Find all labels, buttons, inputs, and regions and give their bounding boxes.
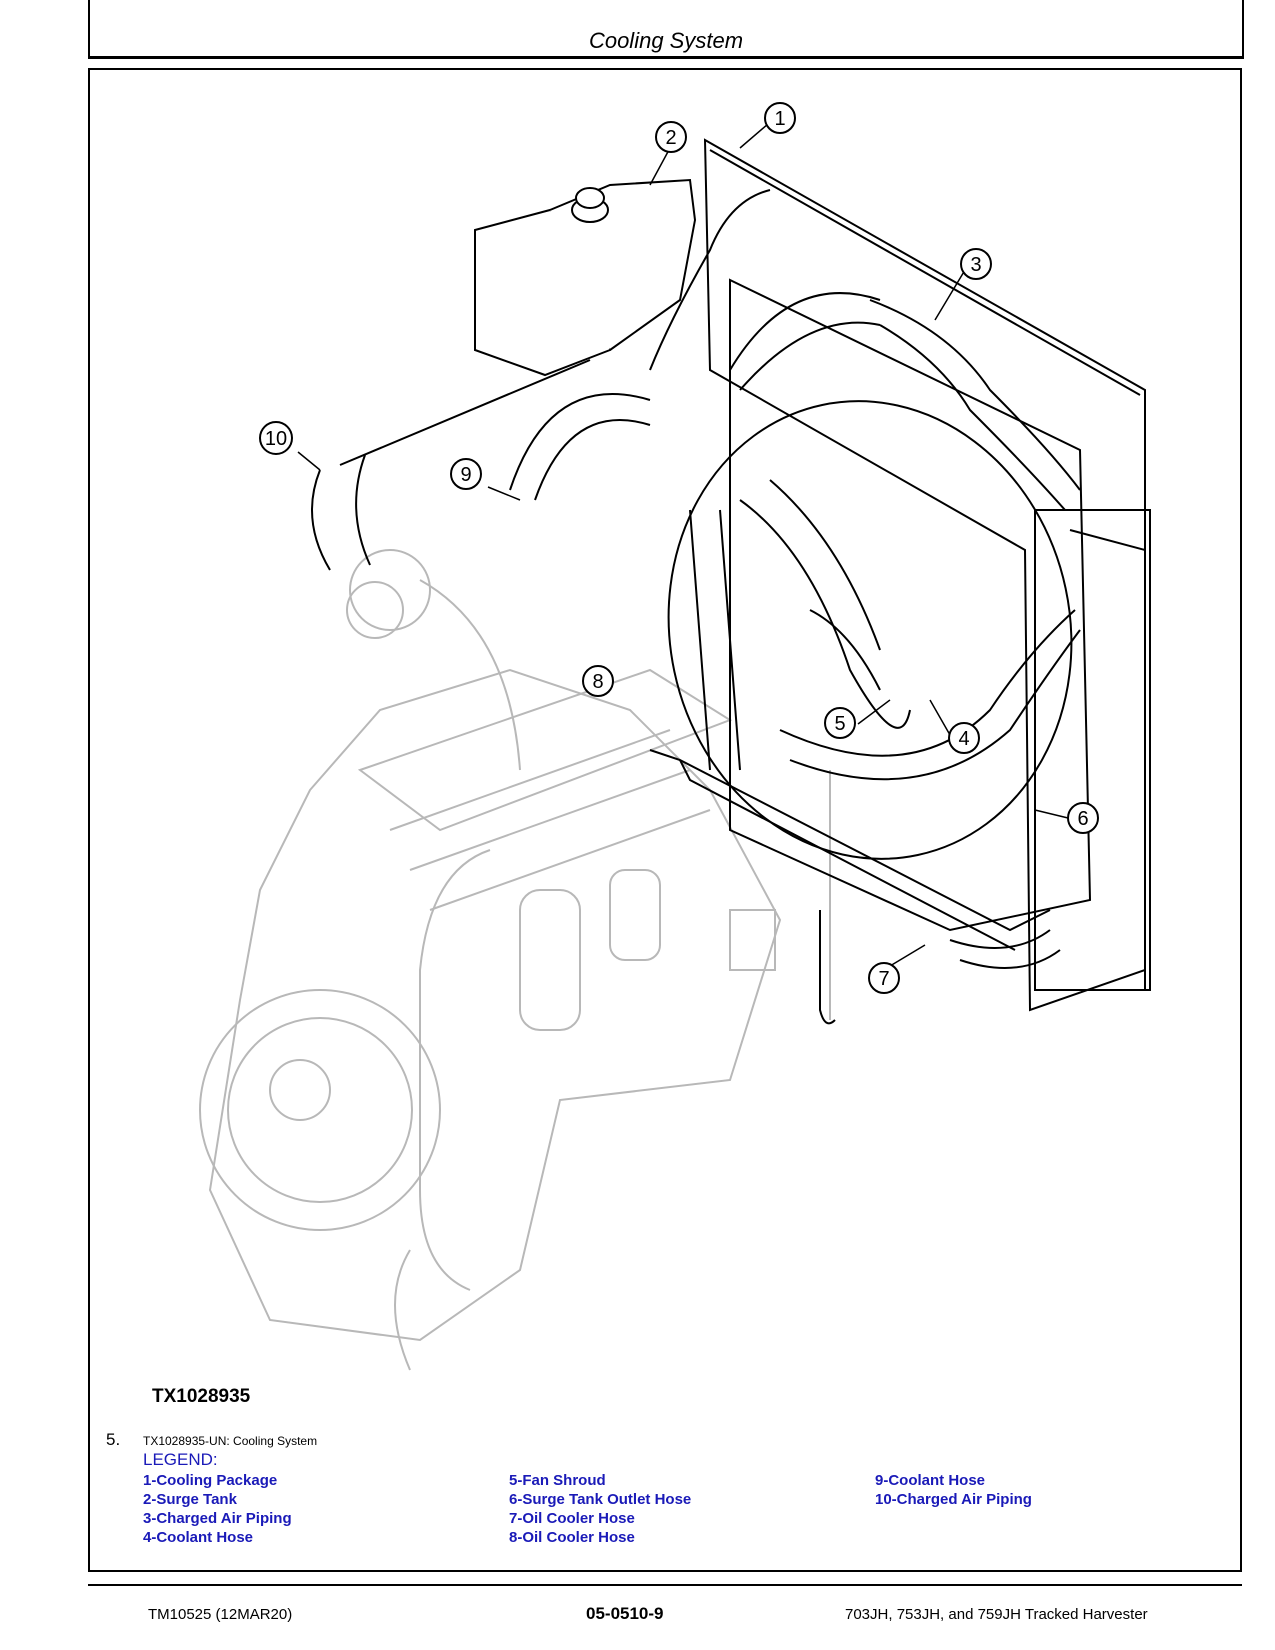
callout-1: 1 <box>764 102 796 134</box>
footer-page-number: 05-0510-9 <box>586 1604 664 1623</box>
callout-9: 9 <box>450 458 482 490</box>
legend-item: 5-Fan Shroud <box>509 1472 606 1489</box>
callout-3: 3 <box>960 248 992 280</box>
callout-5: 5 <box>824 707 856 739</box>
figure-id: TX1028935 <box>152 1386 251 1407</box>
legend-item: 3-Charged Air Piping <box>143 1510 292 1527</box>
legend-column-2: 5-Fan Shroud 6-Surge Tank Outlet Hose 7-… <box>509 1471 691 1547</box>
svg-text:1: 1 <box>774 108 785 130</box>
svg-text:9: 9 <box>460 464 471 486</box>
callout-8: 8 <box>582 665 614 697</box>
cooling-package-drawing <box>649 138 1151 1012</box>
leader-lines <box>297 123 1069 967</box>
legend-column-3: 9-Coolant Hose 10-Charged Air Piping <box>875 1471 1032 1509</box>
page-header: Cooling System <box>88 0 1244 59</box>
svg-text:4: 4 <box>958 728 969 750</box>
callout-2: 2 <box>655 121 687 153</box>
figure-frame: 1 2 3 4 5 6 7 8 <box>88 68 1242 1572</box>
svg-text:3: 3 <box>970 254 981 276</box>
engine-drawing <box>199 549 831 1371</box>
legend-column-1: 1-Cooling Package 2-Surge Tank 3-Charged… <box>143 1471 292 1547</box>
footer-doc-id: TM10525 (12MAR20) <box>148 1606 293 1623</box>
surge-tank-drawing <box>474 178 697 377</box>
svg-text:8: 8 <box>592 671 603 693</box>
page-title: Cooling System <box>588 28 744 53</box>
cooling-system-diagram: 1 2 3 4 5 6 7 8 <box>199 102 1151 1371</box>
svg-text:6: 6 <box>1077 808 1088 830</box>
hoses-drawing <box>311 189 1081 1025</box>
figure-number: 5. <box>106 1430 121 1449</box>
legend-item: 7-Oil Cooler Hose <box>509 1510 635 1527</box>
callout-10: 10 <box>259 421 293 455</box>
svg-text:10: 10 <box>265 428 287 450</box>
callout-7: 7 <box>868 962 900 994</box>
svg-text:5: 5 <box>834 713 845 735</box>
figure-caption: TX1028935-UN: Cooling System <box>143 1434 318 1448</box>
legend-item: 6-Surge Tank Outlet Hose <box>509 1491 692 1508</box>
legend-item: 1-Cooling Package <box>143 1472 278 1489</box>
footer-model: 703JH, 753JH, and 759JH Tracked Harveste… <box>845 1606 1148 1623</box>
legend-title: LEGEND: <box>143 1450 218 1469</box>
legend-item: 8-Oil Cooler Hose <box>509 1529 635 1546</box>
callout-6: 6 <box>1067 802 1099 834</box>
legend-item: 10-Charged Air Piping <box>875 1491 1032 1508</box>
callout-4: 4 <box>948 722 980 754</box>
svg-text:7: 7 <box>878 968 889 990</box>
footer-divider <box>88 1584 1242 1586</box>
svg-text:2: 2 <box>665 127 676 149</box>
legend-item: 4-Coolant Hose <box>143 1529 254 1546</box>
legend-item: 2-Surge Tank <box>143 1491 237 1508</box>
legend-item: 9-Coolant Hose <box>875 1472 986 1489</box>
